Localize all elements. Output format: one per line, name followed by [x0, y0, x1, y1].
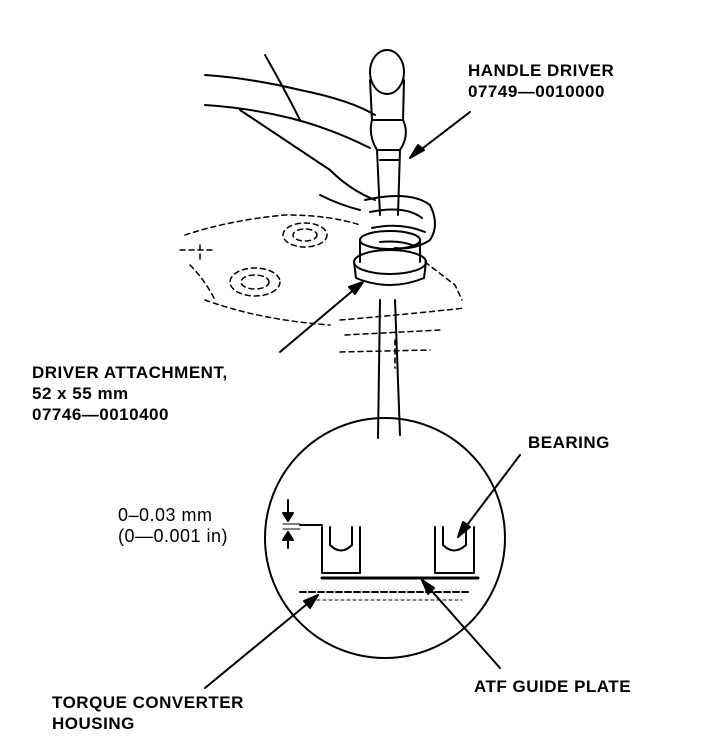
torque-converter-housing-label: TORQUE CONVERTER HOUSING: [52, 692, 244, 734]
clearance-label: 0–0.03 mm (0—0.001 in): [118, 505, 228, 547]
driver-attachment-tool: [353, 230, 427, 286]
bearing-label: BEARING: [528, 432, 610, 453]
handle-driver-part-number: 07749—0010000: [468, 82, 605, 101]
handle-driver-label: HANDLE DRIVER 07749—0010000: [468, 60, 614, 102]
clearance-in: (0—0.001 in): [118, 526, 229, 546]
detail-callout-lines: [377, 299, 401, 439]
handle-driver-name: HANDLE DRIVER: [468, 61, 615, 80]
clearance-mm: 0–0.03 mm: [118, 505, 213, 525]
driver-attachment-leader: [279, 281, 364, 353]
bearing-text: BEARING: [528, 433, 610, 452]
driver-attachment-label: DRIVER ATTACHMENT, 52 x 55 mm 07746—0010…: [32, 362, 228, 425]
detail-view-circle: [264, 417, 506, 659]
atf-guide-plate-text: ATF GUIDE PLATE: [474, 677, 632, 696]
atf-guide-plate-leader: [421, 579, 501, 669]
torque-converter-leader: [204, 594, 319, 689]
torque-converter-line1: TORQUE CONVERTER: [52, 693, 244, 712]
driver-attachment-name: DRIVER ATTACHMENT,: [32, 363, 228, 382]
driver-attachment-size: 52 x 55 mm: [32, 384, 129, 403]
hand-illustration: [204, 54, 436, 250]
transmission-case: [179, 214, 466, 369]
atf-guide-plate-label: ATF GUIDE PLATE: [474, 676, 631, 697]
clearance-dimension: [282, 499, 301, 549]
driver-attachment-part-number: 07746—0010400: [32, 405, 169, 424]
bearing-detail: [299, 524, 480, 601]
bearing-leader: [457, 454, 521, 538]
torque-converter-line2: HOUSING: [52, 714, 135, 733]
handle-driver-tool: [369, 49, 407, 216]
